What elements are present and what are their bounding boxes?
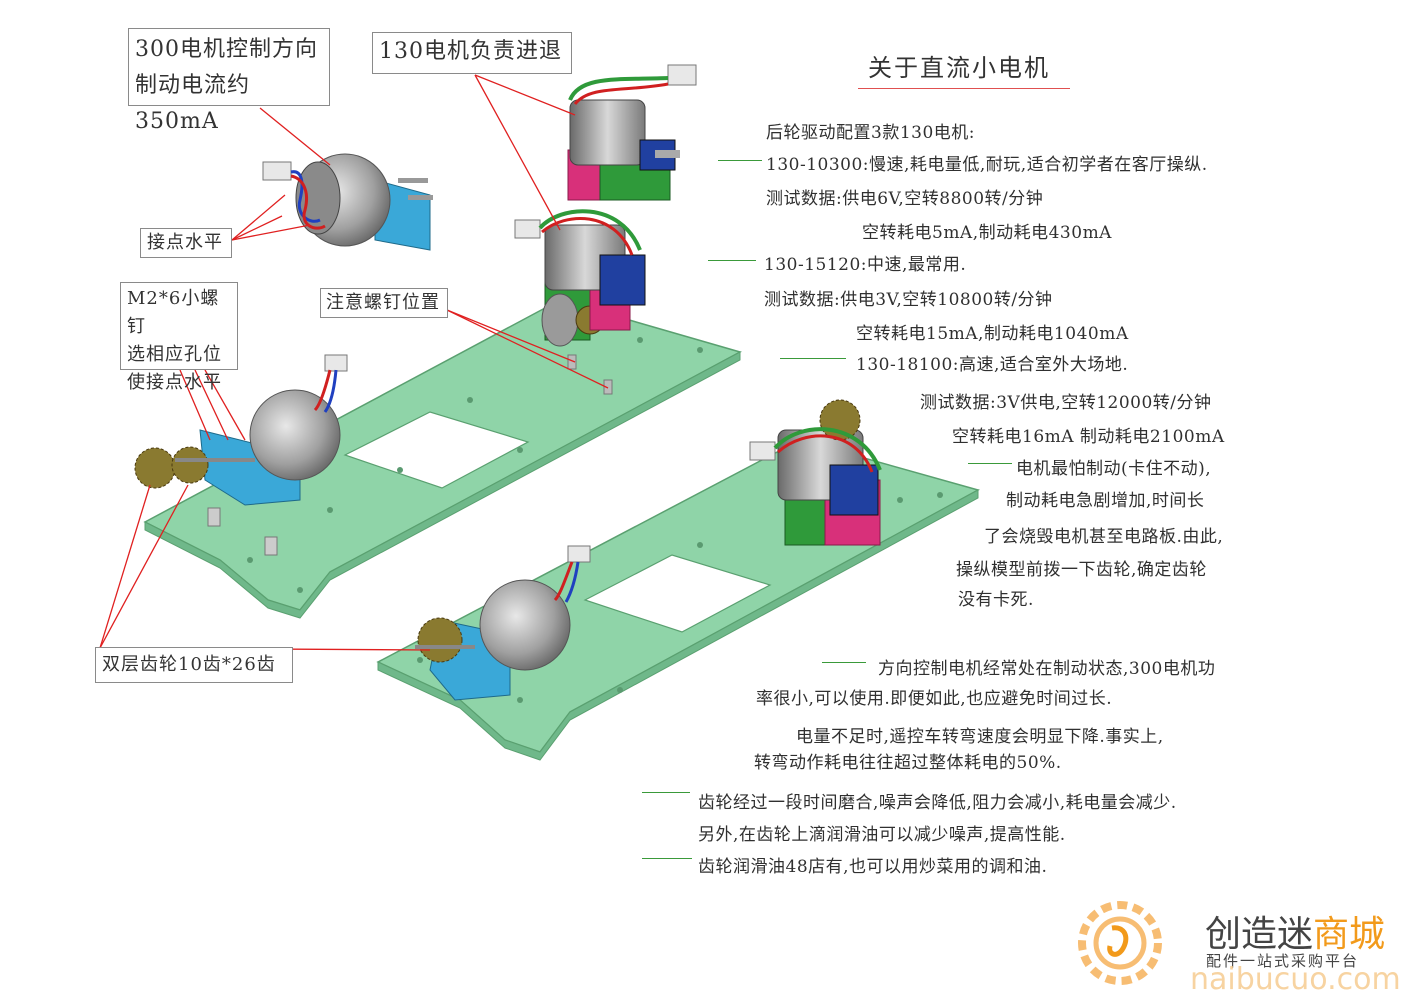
label-screw-position-text: 注意螺钉位置 (326, 292, 440, 313)
note-line: 测试数据:供电6V,空转8800转/分钟 (766, 189, 1044, 209)
label-double-gear-text: 双层齿轮10齿*26齿 (102, 654, 276, 675)
note-line: 操纵模型前拨一下齿轮,确定齿轮 (956, 560, 1207, 580)
label-300-motor-line1: 300电机控制方向 (135, 37, 318, 62)
label-screw: M2*6小螺钉 选相应孔位 使接点水平 (120, 282, 238, 393)
label-300-motor: 300电机控制方向 制动电流约350mA (128, 28, 330, 134)
note-marker (642, 858, 692, 859)
motor-130-left-board (514, 209, 646, 347)
label-screw-line2: 选相应孔位 (127, 344, 222, 365)
note-line: 130-15120:中速,最常用. (764, 255, 967, 275)
watermark-brand-accent: 商城 (1313, 914, 1386, 955)
note-line: 电量不足时,遥控车转弯速度会明显下降.事实上, (796, 727, 1164, 747)
note-marker (642, 792, 690, 793)
gear-logo-icon (1078, 901, 1162, 985)
note-line: 测试数据:3V供电,空转12000转/分钟 (920, 393, 1212, 413)
note-marker (718, 160, 762, 161)
motor-130-loose (567, 64, 697, 201)
watermark-tagline: 配件一站式采购平台 (1206, 952, 1360, 970)
label-130-motor: 130电机负责进退 (372, 32, 572, 74)
note-line: 后轮驱动配置3款130电机: (766, 123, 975, 143)
label-screw-line1: M2*6小螺钉 (127, 288, 220, 337)
label-screw-position: 注意螺钉位置 (320, 288, 448, 318)
page-title: 关于直流小电机 (868, 54, 1050, 82)
note-marker (708, 260, 756, 261)
note-line: 空转耗电5mA,制动耗电430mA (862, 223, 1112, 243)
note-line: 方向控制电机经常处在制动状态,300电机功 (878, 659, 1216, 679)
note-line: 齿轮润滑油48店有,也可以用炒菜用的调和油. (698, 857, 1048, 877)
note-line: 齿轮经过一段时间磨合,噪声会降低,阻力会减小,耗电量会减少. (698, 793, 1177, 813)
note-line: 空转耗电15mA,制动耗电1040mA (856, 324, 1129, 344)
note-line: 制动耗电急剧增加,时间长 (1006, 491, 1205, 511)
watermark-brand: 创造迷商城 (1205, 905, 1385, 957)
title-underline (858, 88, 1070, 89)
note-line: 测试数据:供电3V,空转10800转/分钟 (764, 290, 1053, 310)
label-300-motor-line2: 制动电流约350mA (135, 73, 251, 134)
note-line: 空转耗电16mA 制动耗电2100mA (952, 427, 1225, 447)
note-line: 130-10300:慢速,耗电量低,耐玩,适合初学者在客厅操纵. (766, 155, 1208, 175)
note-marker (780, 358, 846, 359)
note-line: 没有卡死. (958, 590, 1034, 610)
note-line: 另外,在齿轮上滴润滑油可以减少噪声,提高性能. (698, 825, 1066, 845)
label-contact-level-text: 接点水平 (147, 232, 223, 253)
note-line: 130-18100:高速,适合室外大场地. (856, 355, 1129, 375)
note-line: 率很小,可以使用.即便如此,也应避免时间过长. (756, 689, 1113, 709)
motor-130-right-board (749, 399, 882, 546)
note-marker (822, 662, 866, 663)
watermark-url: naibucuo.com (1190, 962, 1401, 997)
note-line: 电机最怕制动(卡住不动), (1016, 459, 1212, 479)
motor-300-loose (262, 153, 433, 251)
note-marker (968, 463, 1012, 464)
motor-300-right-board (415, 545, 591, 701)
label-130-motor-text: 130电机负责进退 (379, 39, 562, 64)
watermark-brand-main: 创造迷 (1205, 914, 1314, 955)
motor-300-left-board (134, 354, 348, 506)
label-contact-level: 接点水平 (140, 228, 232, 258)
label-screw-line3: 使接点水平 (127, 372, 222, 393)
note-line: 转弯动作耗电往往超过整体耗电的50%. (754, 753, 1062, 773)
note-line: 了会烧毁电机甚至电路板.由此, (984, 527, 1224, 547)
label-double-gear: 双层齿轮10齿*26齿 (95, 647, 293, 683)
